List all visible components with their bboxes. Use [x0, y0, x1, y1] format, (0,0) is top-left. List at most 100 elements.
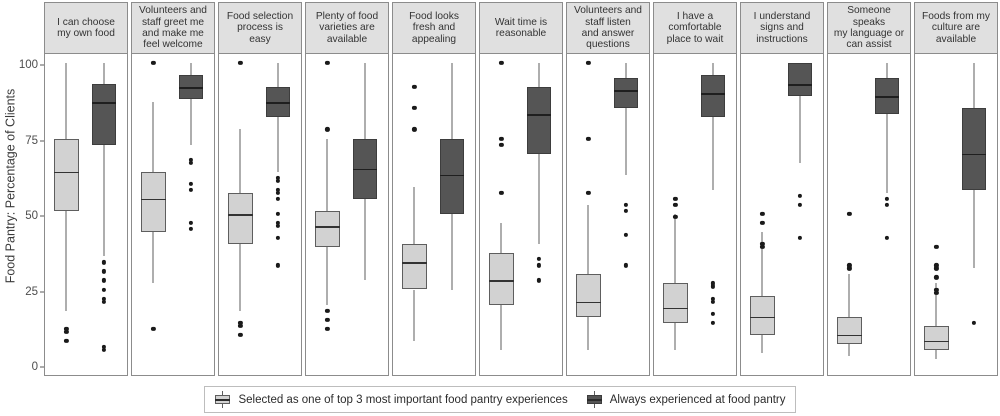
outlier-point [673, 202, 678, 208]
outlier-point [188, 160, 194, 165]
y-axis-tick-label: 75 [25, 134, 38, 147]
panel-plot-area [479, 54, 563, 376]
outlier-point [710, 281, 716, 286]
outlier-point [412, 85, 417, 90]
outlier-point [64, 338, 69, 343]
boxplot-dark [264, 54, 292, 375]
median-line [315, 226, 340, 228]
whisker-upper [326, 138, 328, 211]
median-line [700, 93, 726, 95]
outlier-point [151, 60, 156, 66]
outlier-point [797, 193, 803, 198]
boxplot-dark [612, 54, 640, 375]
outlier-point [710, 299, 716, 304]
median-line [837, 334, 862, 337]
outlier-point [797, 202, 803, 208]
boxplot-dark [525, 54, 553, 375]
outlier-point [412, 127, 417, 132]
panel-plot-area [827, 54, 911, 376]
whisker-lower [364, 198, 366, 281]
outlier-point [101, 260, 107, 265]
outlier-point [275, 178, 281, 183]
box-iqr [613, 78, 639, 109]
outlier-point [325, 127, 330, 132]
outlier-point [934, 275, 939, 280]
outlier-point [499, 142, 504, 147]
boxplot-dark [960, 54, 988, 375]
whisker-lower [239, 244, 241, 311]
whisker-lower [799, 96, 801, 163]
y-axis-tick-mark [40, 291, 44, 292]
median-line [576, 301, 601, 304]
boxplot-light [400, 54, 428, 375]
box-iqr [141, 171, 166, 233]
box-iqr [91, 84, 117, 145]
outlier-point [325, 60, 330, 66]
legend-item-light[interactable]: Selected as one of top 3 most important … [214, 391, 568, 408]
boxplot-dark [90, 54, 118, 375]
median-line [874, 96, 900, 98]
outlier-point [499, 190, 504, 195]
outlier-point [847, 211, 852, 217]
legend-item-dark[interactable]: Always experienced at food pantry [586, 391, 786, 408]
whisker-upper [935, 283, 937, 326]
outlier-point [536, 257, 542, 262]
outlier-point [275, 190, 281, 195]
outlier-point [934, 263, 939, 268]
outlier-point [623, 233, 629, 238]
outlier-point [275, 196, 281, 201]
whisker-lower [65, 210, 67, 311]
whisker-lower [277, 117, 279, 172]
median-line [489, 280, 514, 283]
outlier-point [884, 196, 890, 201]
outlier-point [325, 317, 330, 322]
outlier-point [934, 290, 939, 295]
panel-plot-area [653, 54, 737, 376]
outlier-point [760, 242, 765, 247]
outlier-point [238, 60, 243, 66]
boxplot-light [835, 54, 863, 375]
whisker-lower [413, 289, 415, 341]
y-axis-tick-label: 100 [18, 59, 38, 71]
outlier-point [101, 287, 107, 292]
legend-key-icon [586, 391, 603, 408]
box-iqr [315, 210, 340, 248]
median-line [352, 168, 378, 171]
outlier-point [760, 220, 765, 226]
median-line [526, 114, 552, 116]
boxplot-light [922, 54, 950, 375]
boxplot-dark [699, 54, 727, 375]
panel-plot-area [305, 54, 389, 376]
boxplot-dark [786, 54, 814, 375]
whisker-lower [761, 334, 763, 353]
whisker-lower [973, 189, 975, 269]
median-line [265, 102, 291, 104]
y-axis-tick-mark [40, 64, 44, 66]
outlier-point [971, 320, 977, 325]
boxplot-light [661, 54, 689, 375]
outlier-point [101, 344, 107, 349]
outlier-point [673, 214, 678, 220]
whisker-upper [538, 63, 540, 88]
median-line [961, 153, 987, 156]
whisker-upper [973, 63, 975, 109]
whisker-upper [65, 63, 67, 139]
median-line [663, 307, 688, 310]
outlier-point [101, 278, 107, 283]
legend-item-label: Always experienced at food pantry [609, 393, 786, 406]
box-iqr [663, 283, 688, 323]
panel-plot-area [914, 54, 998, 376]
boxplot-light [226, 54, 254, 375]
